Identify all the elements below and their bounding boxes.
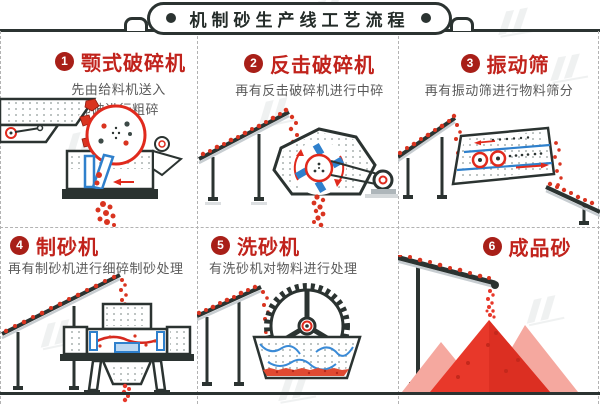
discharge-conveyor-icon (545, 181, 600, 225)
belt-material (200, 107, 289, 157)
motion-arrow-icon (113, 178, 134, 186)
sand-discharge (121, 383, 131, 403)
crushed-discharge (311, 194, 326, 227)
panel-5-title: 洗砂机 (237, 237, 300, 259)
flywheel-icon (85, 104, 147, 166)
panel-5-caption: 有洗砂机对物料进行处理 (209, 261, 358, 276)
panel-jaw-crusher: 1 颚式破碎机 先由给料机送入 鄂破进行粗碎 (0, 31, 197, 227)
banner-left-bracket (124, 17, 148, 31)
panel-3-caption: 再有振动筛进行物料筛分 (424, 83, 574, 98)
sand-stream (485, 289, 496, 319)
step-number-badge: 4 (10, 236, 29, 255)
panel-sand-maker: 4 制砂机 再有制砂机进行细碎制砂处理 (0, 227, 197, 404)
step-number-badge: 6 (482, 237, 502, 256)
grid-divider-vertical-1 (197, 31, 198, 404)
screen-deck-icon (451, 126, 556, 186)
sand-maker-illustration (1, 273, 194, 403)
vibrating-screen-illustration (398, 113, 600, 225)
belt-material (3, 274, 117, 334)
banner-dot-right (421, 13, 431, 23)
feeder-icon (0, 97, 97, 144)
banner-right-bracket (450, 17, 474, 31)
panel-impact-crusher: 2 反击破碎机 再有反击破碎机进行中碎 (197, 31, 398, 227)
panel-4-caption: 再有制砂机进行细碎制砂处理 (8, 261, 184, 276)
banner-dot-left (166, 13, 176, 23)
wash-tank-icon (252, 335, 362, 380)
screened-material (553, 141, 563, 187)
sand-piles-icon (402, 320, 578, 392)
panel-1-title: 颚式破碎机 (81, 53, 186, 75)
panel-2-title: 反击破碎机 (270, 55, 375, 77)
jaw-crusher-illustration (0, 97, 184, 227)
sand-maker-body (60, 302, 194, 394)
panel-6-header: 6 成品砂 (426, 232, 600, 261)
step-number-badge: 2 (244, 54, 263, 73)
crushed-discharge (95, 201, 116, 227)
ground-line (0, 392, 600, 395)
fixed-jaw-icon (83, 154, 96, 189)
panel-6-title: 成品砂 (508, 238, 572, 260)
panel-2-caption: 再有反击破碎机进行中碎 (235, 83, 384, 98)
panel-5-header: 5 洗砂机 (211, 231, 300, 260)
belt-material (197, 284, 258, 316)
finished-sand-illustration (398, 255, 578, 392)
panel-4-title: 制砂机 (36, 237, 99, 259)
step-number-badge: 3 (460, 54, 480, 73)
falling-rocks (119, 278, 128, 306)
step-number-badge: 1 (55, 52, 74, 71)
grid-divider-horizontal (0, 227, 600, 228)
step-number-badge: 5 (211, 236, 230, 255)
panel-3-title: 振动筛 (486, 55, 550, 77)
crusher-base (62, 189, 158, 199)
drive-motor-icon (330, 160, 398, 198)
title-banner: 机制砂生产线工艺流程 (147, 2, 452, 35)
impact-crusher-illustration (198, 107, 398, 227)
feed-conveyor-icon (398, 116, 457, 199)
panel-finished-sand: 6 成品砂 (398, 227, 600, 404)
belt-material (398, 113, 457, 156)
panel-4-header: 4 制砂机 (10, 231, 99, 260)
feed-conveyor-icon (198, 110, 290, 205)
grid-divider-vertical-2 (398, 31, 399, 404)
grid-border-right (598, 31, 599, 404)
sand-washer-illustration (197, 283, 362, 386)
panel-1-header: 1 颚式破碎机 (22, 47, 219, 76)
panel-2-header: 2 反击破碎机 (209, 49, 410, 78)
rotor-icon (293, 142, 345, 194)
panel-vibrating-screen: 3 振动筛 再有振动筛进行物料筛分 (398, 31, 600, 227)
grid-border-left (0, 31, 1, 404)
panel-sand-washer: 5 洗砂机 有洗砂机对物料进行处理 (197, 227, 398, 404)
page-title: 机制砂生产线工艺流程 (189, 11, 410, 30)
feed-conveyor-icon (197, 285, 262, 386)
panel-3-header: 3 振动筛 (404, 49, 600, 78)
